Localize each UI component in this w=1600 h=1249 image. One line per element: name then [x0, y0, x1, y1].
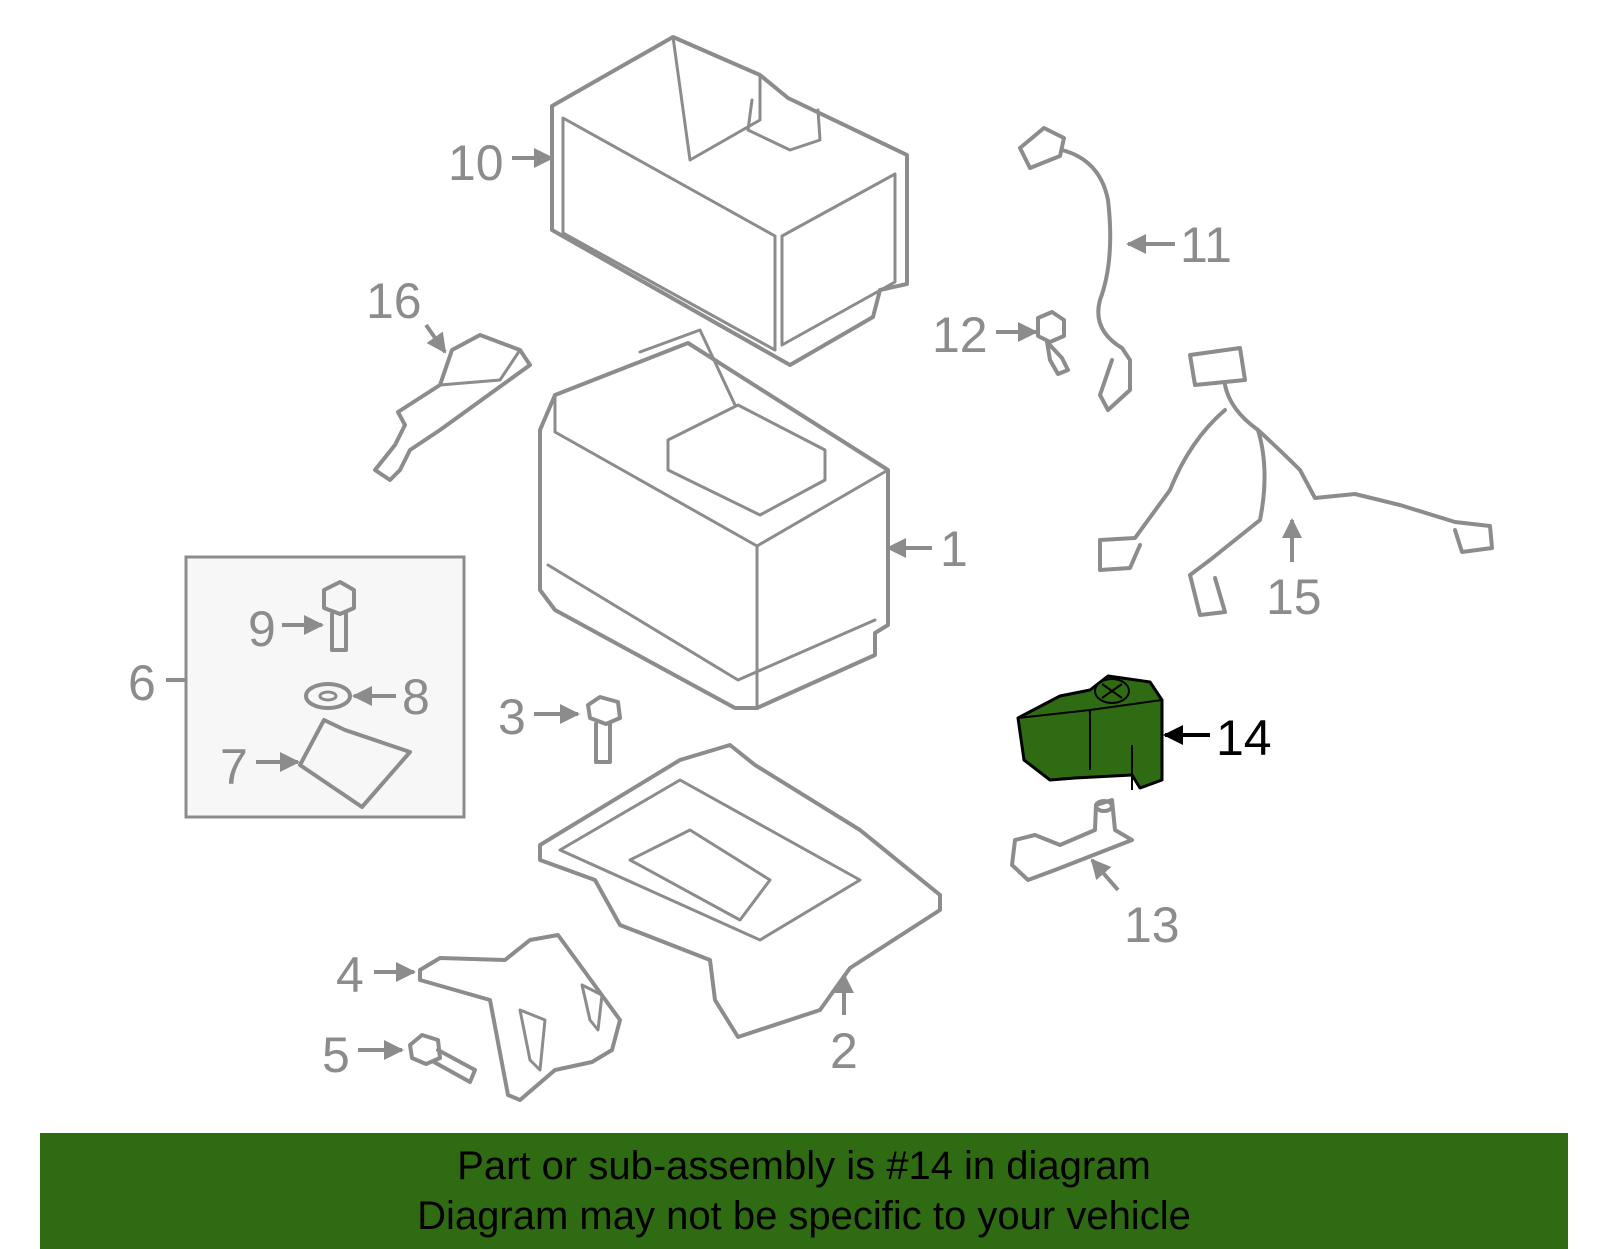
part-7-plate: [298, 718, 412, 809]
part-3-bolt: [586, 695, 622, 764]
part-11-cable: [1018, 126, 1132, 412]
callout-15: 15: [1266, 569, 1322, 625]
part-13-terminal: [1010, 798, 1134, 882]
part-8-washer: [304, 682, 352, 710]
callout-14: 14: [1216, 710, 1272, 766]
callout-7: 7: [220, 739, 248, 795]
callout-2: 2: [830, 1023, 858, 1079]
part-16-hold-down-bracket: [373, 333, 532, 482]
part-5-bolt: [408, 1033, 477, 1084]
callout-12: 12: [932, 307, 988, 363]
part-4-bracket: [418, 933, 622, 1102]
part-1-battery: [538, 328, 890, 710]
callout-5: 5: [322, 1027, 350, 1083]
banner-line-part: Part or sub-assembly is #14 in diagram: [457, 1144, 1151, 1188]
callout-4: 4: [336, 947, 364, 1003]
arrow-13: [1090, 858, 1120, 892]
callout-3: 3: [498, 689, 526, 745]
callout-6: 6: [128, 655, 156, 711]
banner-line-disclaimer: Diagram may not be specific to your vehi…: [417, 1194, 1191, 1238]
callout-10: 10: [448, 135, 504, 191]
info-banner: Part or sub-assembly is #14 in diagram D…: [40, 1133, 1568, 1249]
callout-8: 8: [402, 669, 430, 725]
callout-13: 13: [1124, 897, 1180, 953]
callout-1: 1: [940, 521, 968, 577]
part-12-bolt: [1036, 310, 1070, 376]
callout-11: 11: [1180, 217, 1232, 273]
part-14-terminal-cover: [1016, 674, 1164, 790]
part-15-wiring-harness: [1098, 346, 1494, 617]
part-10-battery-cover: [550, 35, 909, 367]
callout-16: 16: [366, 273, 422, 329]
arrow-16: [424, 323, 447, 354]
callout-9: 9: [248, 601, 276, 657]
part-9-bolt: [322, 580, 356, 652]
